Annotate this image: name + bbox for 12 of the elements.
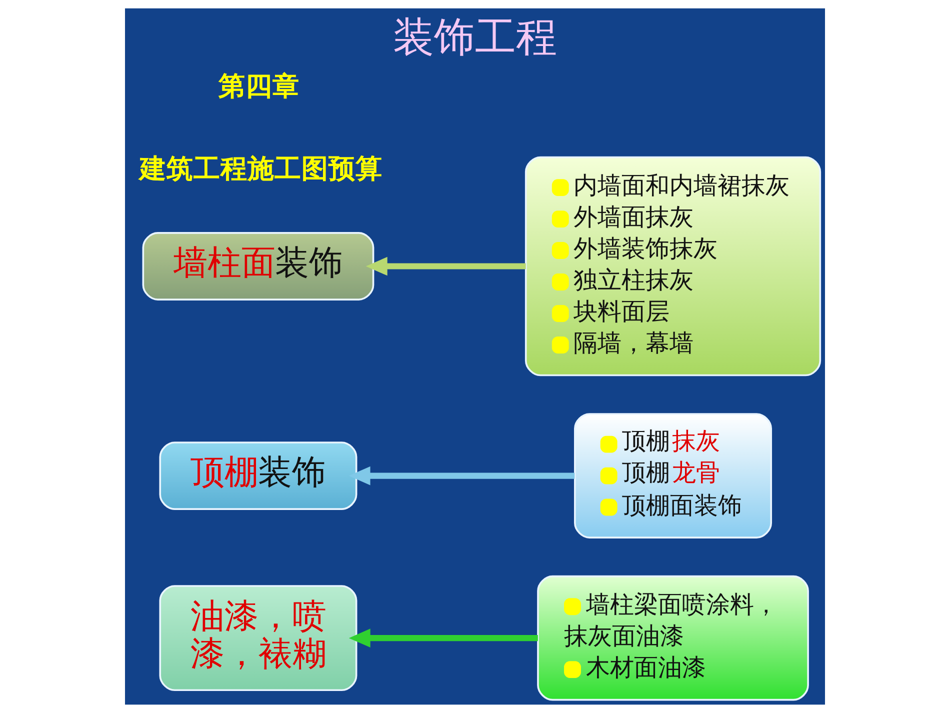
node-box: 油漆，喷漆，裱糊	[159, 585, 358, 692]
node-box: 顶棚装饰	[159, 442, 358, 510]
node-box: 顶棚抹灰 顶棚龙骨 顶棚面装饰	[574, 413, 772, 538]
arrow	[366, 256, 526, 276]
node-box: 内墙面和内墙裙抹灰 外墙面抹灰 外墙装饰抹灰 独立柱抹灰 块料面层 隔墙，幕墙	[524, 156, 822, 376]
arrow	[348, 628, 538, 648]
label: 第四章	[218, 71, 300, 102]
node-box: 墙柱梁面喷涂料，抹灰面油漆 木材面油漆	[537, 575, 809, 701]
arrow	[348, 466, 575, 486]
label: 建筑工程施工图预算	[140, 153, 383, 184]
diagram-title: 装饰工程	[393, 12, 557, 61]
node-box: 墙柱面装饰	[142, 232, 374, 300]
